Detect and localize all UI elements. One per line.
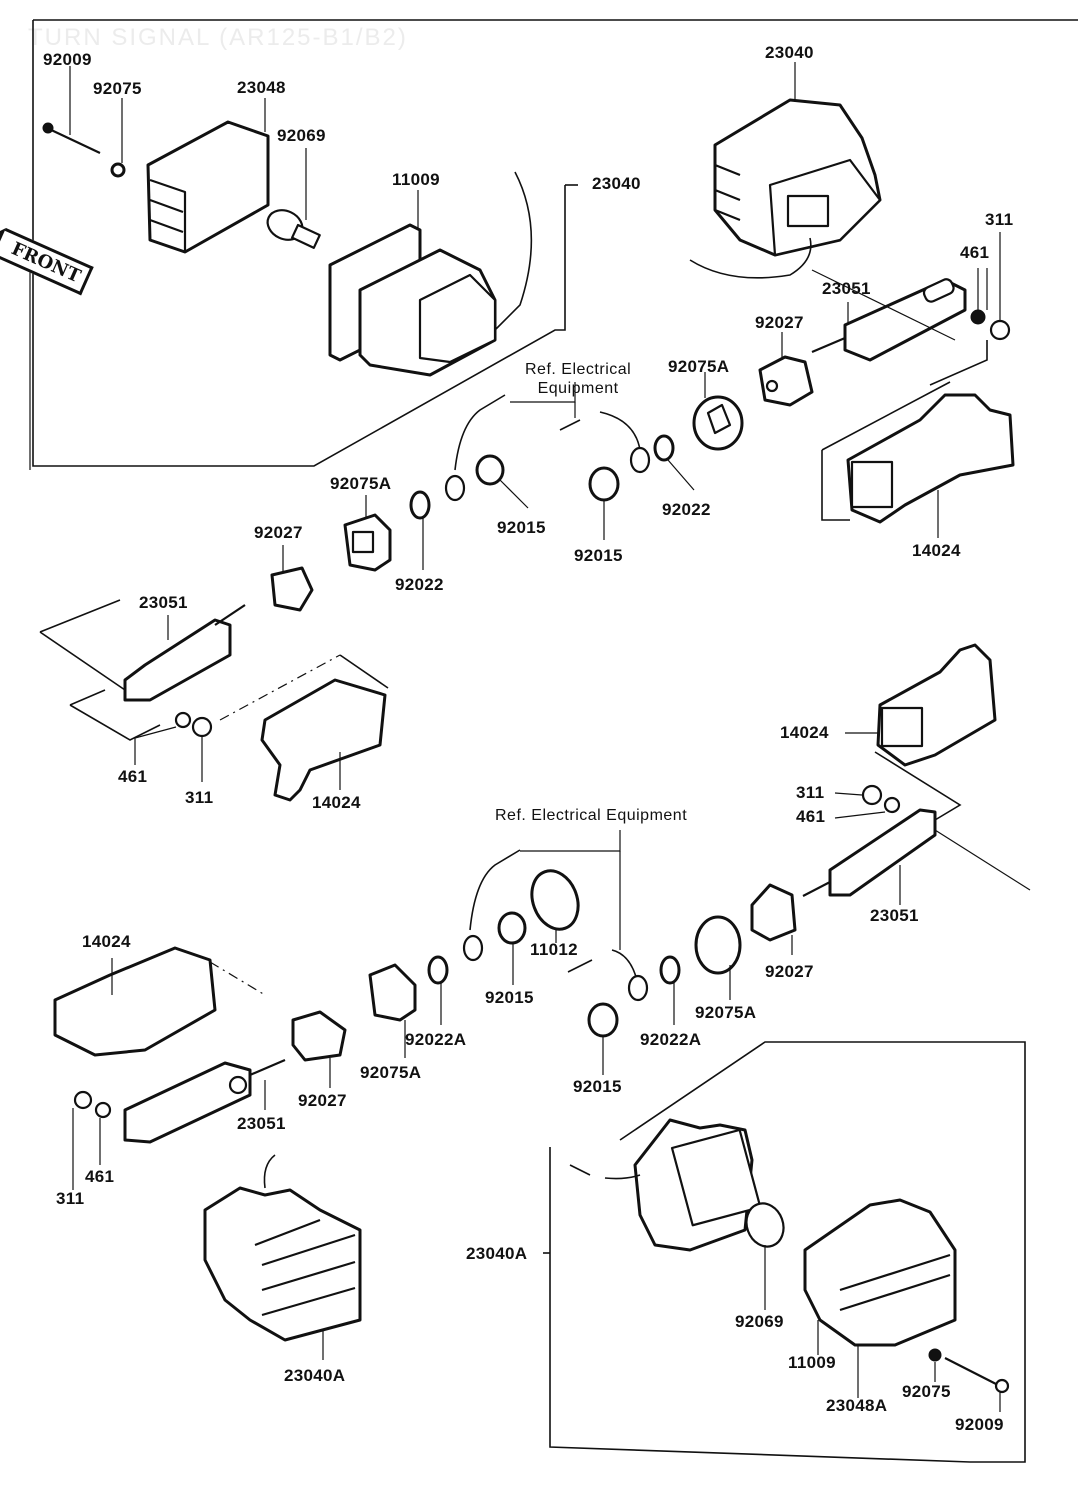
part-label: 92022 [662,500,711,519]
part-label: 23048 [237,78,286,97]
part-label: 23051 [139,593,188,612]
bulb-92069-lower [745,1202,785,1310]
nut-92015-a [475,454,529,509]
part-label: 92009 [43,50,92,69]
part-label: 92022A [405,1030,467,1049]
part-label: 92015 [485,988,534,1007]
part-label: 23040 [592,174,641,193]
lower-right-assembly-frame [543,1041,1026,1463]
nut-92015-b [588,466,620,540]
part-label: 311 [185,788,214,807]
part-label: 92075A [668,357,730,376]
washer-92022-upper-left [409,490,431,570]
part-label: 92027 [765,962,814,981]
nuts-middle-left [134,711,213,782]
turn-signal-23040A-lower-left [203,1154,362,1360]
part-label: 11009 [788,1353,836,1372]
part-label: 92075 [902,1382,951,1401]
grommet-92075A-lower-right [694,915,742,1000]
part-label: 311 [796,783,825,802]
part-label: 461 [118,767,148,786]
ref-electrical-equipment-upper: Ref. Electrical Equipment [525,361,632,397]
collar-92027-upper-right [758,332,814,407]
part-label: 23051 [237,1114,286,1133]
part-label: 92075A [360,1063,422,1082]
ref-electrical-equipment-lower: Ref. Electrical Equipment [495,807,688,824]
part-label: 92075A [330,474,392,493]
part-label: 92015 [574,546,623,565]
part-label: 23040 [765,43,814,62]
wiring-upper [444,382,651,502]
boot-14024-middle-right [845,643,997,821]
bulb-92069 [266,148,321,249]
part-label: 311 [985,210,1014,229]
boot-14024-middle-left [260,678,387,802]
boot-14024-lower-left [53,946,266,1057]
part-label: 311 [56,1189,85,1208]
upper-right-turn-signal [689,62,882,279]
part-label: 11012 [530,940,578,959]
nut-92015-lower-a [497,911,527,985]
collar-92027-right [750,883,797,955]
lens-23048A-lower [803,1198,957,1398]
part-label: 461 [796,807,826,826]
collar-92027-left [270,545,314,612]
housing-11009 [328,171,533,377]
grommet-92075A-upper [692,372,744,451]
part-label: 92027 [755,313,804,332]
part-label: 11009 [392,170,440,189]
washer-92022A-lower-right [659,955,681,1025]
part-label: 92022 [395,575,444,594]
washer-92075 [110,98,126,178]
nuts-lower-left [72,1090,112,1190]
part-label: 92027 [254,523,303,542]
part-label: 461 [85,1167,115,1186]
wiring-lower [462,830,649,1002]
grommet-92075A-left [343,495,392,572]
washer-92022A-lower-left [427,955,449,1025]
part-label: 14024 [82,932,131,951]
part-label: 92075 [93,79,142,98]
part-label: 23051 [870,906,919,925]
socket-11012 [530,869,580,943]
nuts-upper-right [929,232,1011,386]
part-label: 92069 [277,126,326,145]
bolt-92009 [42,66,101,154]
housing-lower-right [569,1118,762,1252]
diagram-title: TURN SIGNAL (AR125-B1/B2) [28,24,408,51]
stay-23051-lower-left [123,1058,286,1144]
lens-23048 [146,98,270,254]
washer-92022-upper-right [653,434,695,491]
part-label: 92009 [955,1415,1004,1434]
grommet-92075A-lower-left [368,963,417,1058]
washer-bolt-lower-right [928,1348,1010,1412]
part-label: 23040A [284,1366,346,1385]
stay-23051-middle-left [39,599,389,741]
stay-23051-middle-right [802,808,1031,905]
part-label: 92022A [640,1030,702,1049]
part-label: 92069 [735,1312,784,1331]
part-label: 92015 [573,1077,622,1096]
part-label: 23048A [826,1396,888,1415]
part-label: 92027 [298,1091,347,1110]
part-label: 92015 [497,518,546,537]
part-label: 14024 [780,723,829,742]
nut-92015-lower-b [587,1002,619,1075]
part-label: 23051 [822,279,871,298]
stay-23051-upper-right [811,269,967,362]
part-label: 14024 [912,541,961,560]
collar-92027-lower-left [291,1010,347,1088]
part-label: 461 [960,243,990,262]
nuts-middle-right [834,784,901,819]
upper-left-assembly-frame [32,19,1078,467]
part-label: 92075A [695,1003,757,1022]
part-label: 14024 [312,793,361,812]
part-label: 23040A [466,1244,528,1263]
boot-14024-upper-right [821,381,1015,538]
